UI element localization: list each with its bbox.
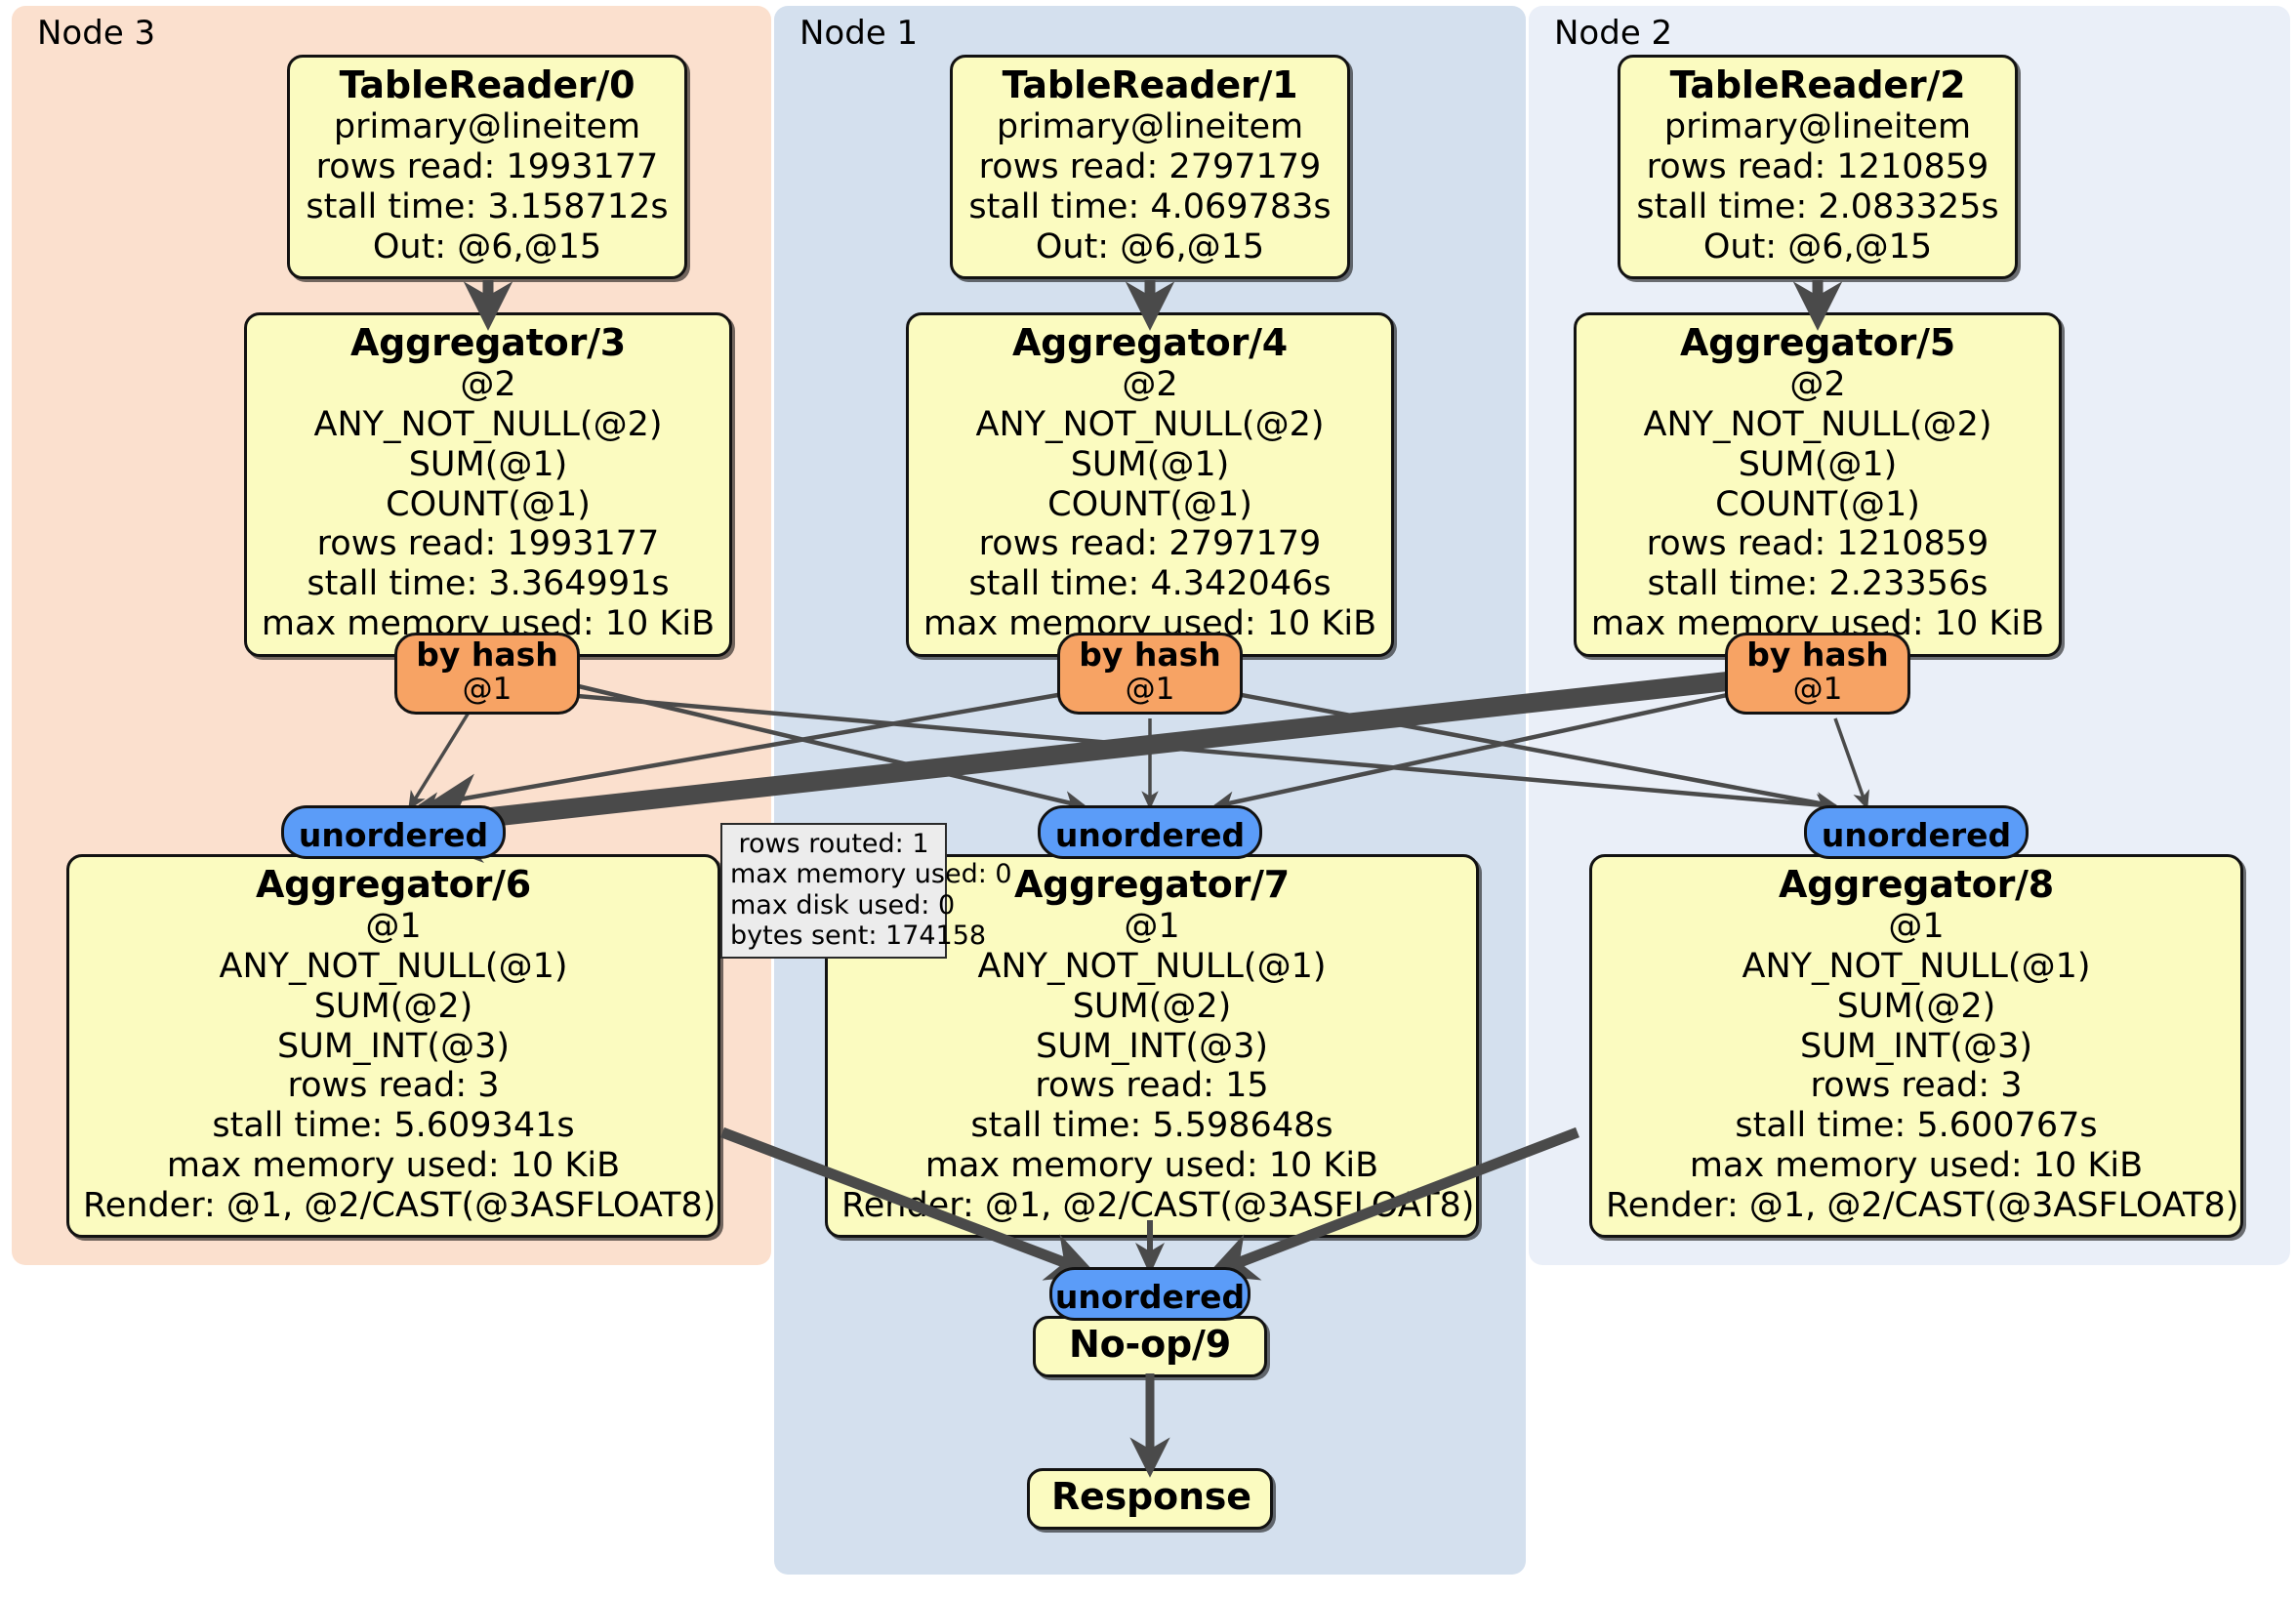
processor-line: ANY_NOT_NULL(@2) <box>975 405 1325 445</box>
router-column: @1 <box>462 672 512 708</box>
processor-line: SUM(@2) <box>1836 986 1996 1026</box>
processor-line: stall time: 5.609341s <box>212 1106 575 1146</box>
router-title: by hash <box>1746 635 1889 674</box>
processor-title: Aggregator/7 <box>1013 863 1291 906</box>
processor-line: rows read: 2797179 <box>978 524 1322 564</box>
node-panel-label-node3: Node 3 <box>37 14 156 53</box>
stats-line: rows routed: 1 <box>738 829 929 859</box>
processor-response[interactable]: Response <box>1027 1468 1273 1531</box>
processor-line: rows read: 3 <box>287 1066 500 1106</box>
sync-unordered-7[interactable]: unordered <box>1038 805 1262 859</box>
processor-aggregator-8[interactable]: Aggregator/8 @1 ANY_NOT_NULL(@1) SUM(@2)… <box>1589 854 2243 1239</box>
processor-line: COUNT(@1) <box>1047 484 1252 524</box>
processor-title: Aggregator/8 <box>1778 863 2055 906</box>
processor-noop-9[interactable]: No-op/9 <box>1033 1316 1267 1378</box>
sync-unordered-6[interactable]: unordered <box>281 805 506 859</box>
processor-line: SUM(@1) <box>1738 444 1898 484</box>
processor-title: Aggregator/4 <box>1011 321 1289 364</box>
processor-title: Response <box>1051 1475 1251 1518</box>
processor-line: SUM(@2) <box>1072 986 1232 1026</box>
processor-line: primary@lineitem <box>1663 107 1972 147</box>
processor-table-reader-1[interactable]: TableReader/1 primary@lineitem rows read… <box>950 55 1350 280</box>
processor-line: rows read: 2797179 <box>978 147 1322 187</box>
processor-title: TableReader/1 <box>1002 63 1298 106</box>
processor-line: ANY_NOT_NULL(@1) <box>219 947 568 987</box>
processor-line: primary@lineitem <box>996 107 1304 147</box>
router-column: @1 <box>1125 672 1175 708</box>
processor-line: SUM_INT(@3) <box>1800 1026 2032 1066</box>
processor-line: @2 <box>1122 365 1178 405</box>
router-by-hash-5[interactable]: by hash @1 <box>1725 633 1910 716</box>
processor-line: SUM(@1) <box>408 444 568 484</box>
processor-line: stall time: 4.069783s <box>968 186 1332 226</box>
stats-line: bytes sent: 174158 <box>730 920 987 951</box>
sync-unordered-9[interactable]: unordered <box>1049 1267 1250 1321</box>
processor-line: SUM(@2) <box>313 986 473 1026</box>
processor-aggregator-4[interactable]: Aggregator/4 @2 ANY_NOT_NULL(@2) SUM(@1)… <box>906 312 1394 657</box>
processor-line: Out: @6,@15 <box>372 226 602 266</box>
processor-line: Render: @1, @2/CAST(@3ASFLOAT8) <box>83 1185 717 1225</box>
processor-line: COUNT(@1) <box>1715 484 1920 524</box>
processor-aggregator-5[interactable]: Aggregator/5 @2 ANY_NOT_NULL(@2) SUM(@1)… <box>1574 312 2062 657</box>
processor-line: stall time: 3.158712s <box>306 186 669 226</box>
router-title: by hash <box>1079 635 1221 674</box>
processor-line: ANY_NOT_NULL(@2) <box>313 405 663 445</box>
router-by-hash-4[interactable]: by hash @1 <box>1057 633 1243 716</box>
processor-line: Render: @1, @2/CAST(@3ASFLOAT8) <box>841 1185 1475 1225</box>
processor-aggregator-3[interactable]: Aggregator/3 @2 ANY_NOT_NULL(@2) SUM(@1)… <box>244 312 732 657</box>
processor-line: max memory used: 10 KiB <box>924 1145 1379 1185</box>
processor-table-reader-0[interactable]: TableReader/0 primary@lineitem rows read… <box>287 55 687 280</box>
processor-line: ANY_NOT_NULL(@1) <box>1742 947 2091 987</box>
processor-title: Aggregator/5 <box>1679 321 1956 364</box>
processor-line: max memory used: 10 KiB <box>166 1145 621 1185</box>
processor-line: @2 <box>460 365 516 405</box>
processor-line: SUM(@1) <box>1070 444 1230 484</box>
stats-line: max disk used: 0 <box>730 889 956 921</box>
processor-title: Aggregator/3 <box>349 321 627 364</box>
stats-tooltip-router: rows routed: 1 max memory used: 0 max di… <box>720 823 1012 960</box>
sync-unordered-8[interactable]: unordered <box>1804 805 2029 859</box>
processor-line: stall time: 3.364991s <box>307 564 670 604</box>
processor-line: Render: @1, @2/CAST(@3ASFLOAT8) <box>1606 1185 2239 1225</box>
processor-line: max memory used: 10 KiB <box>1689 1145 2144 1185</box>
processor-line: rows read: 1993177 <box>316 524 660 564</box>
processor-title: Aggregator/6 <box>255 863 532 906</box>
processor-line: @2 <box>1789 365 1846 405</box>
router-title: by hash <box>416 635 558 674</box>
processor-line: rows read: 1210859 <box>1646 524 1989 564</box>
processor-line: rows read: 1210859 <box>1646 147 1989 187</box>
processor-line: rows read: 1993177 <box>315 147 659 187</box>
processor-aggregator-6[interactable]: Aggregator/6 @1 ANY_NOT_NULL(@1) SUM(@2)… <box>66 854 720 1239</box>
processor-line: ANY_NOT_NULL(@2) <box>1643 405 1992 445</box>
processor-line: stall time: 5.600767s <box>1735 1106 2098 1146</box>
processor-title: TableReader/0 <box>339 63 636 106</box>
processor-table-reader-2[interactable]: TableReader/2 primary@lineitem rows read… <box>1618 55 2018 280</box>
stats-line: max memory used: 0 <box>730 859 1012 890</box>
processor-line: stall time: 2.083325s <box>1636 186 1999 226</box>
processor-line: @1 <box>1888 907 1945 947</box>
processor-line: stall time: 4.342046s <box>968 564 1332 604</box>
router-column: @1 <box>1792 672 1843 708</box>
processor-line: ANY_NOT_NULL(@1) <box>977 947 1327 987</box>
processor-line: Out: @6,@15 <box>1035 226 1265 266</box>
processor-line: stall time: 2.23356s <box>1647 564 1988 604</box>
node-panel-label-node2: Node 2 <box>1554 14 1673 53</box>
processor-line: Out: @6,@15 <box>1702 226 1933 266</box>
processor-line: SUM_INT(@3) <box>277 1026 510 1066</box>
processor-line: rows read: 15 <box>1035 1066 1269 1106</box>
processor-line: @1 <box>365 907 422 947</box>
router-by-hash-3[interactable]: by hash @1 <box>394 633 580 716</box>
processor-line: primary@lineitem <box>333 107 641 147</box>
processor-line: stall time: 5.598648s <box>970 1106 1333 1146</box>
processor-title: No-op/9 <box>1069 1323 1231 1366</box>
processor-line: rows read: 3 <box>1810 1066 2023 1106</box>
processor-line: COUNT(@1) <box>386 484 591 524</box>
processor-line: SUM_INT(@3) <box>1036 1026 1268 1066</box>
processor-title: TableReader/2 <box>1669 63 1966 106</box>
processor-line: @1 <box>1124 907 1180 947</box>
node-panel-label-node1: Node 1 <box>800 14 919 53</box>
